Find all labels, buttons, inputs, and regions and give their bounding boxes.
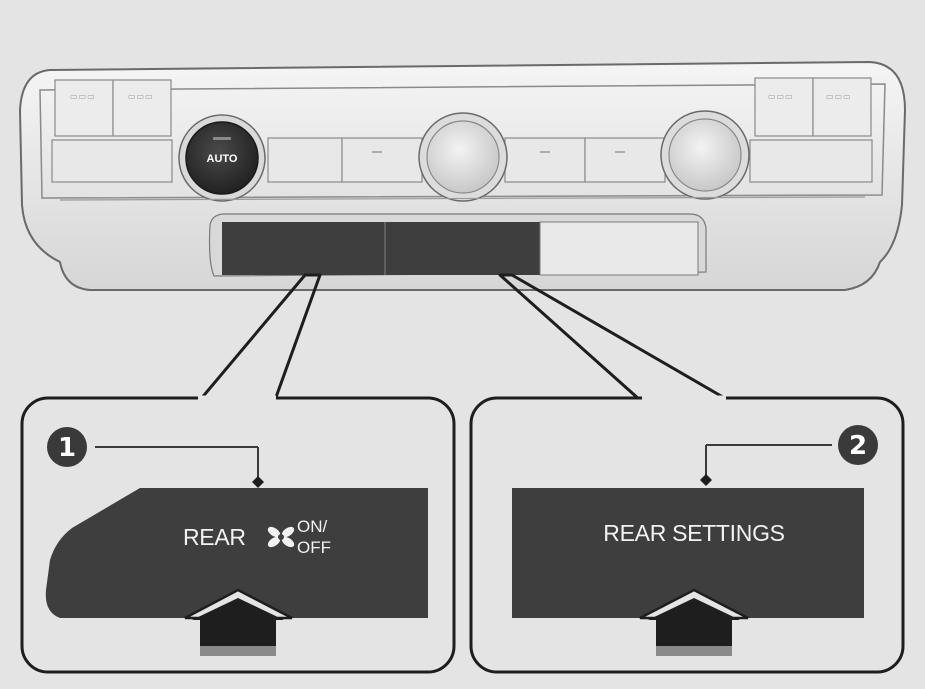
zoom-lines (198, 273, 729, 402)
callout-marker-2: 2 (838, 425, 878, 465)
rear-settings-label: REAR SETTINGS (603, 520, 784, 546)
callout-box-2: REAR SETTINGS 2 (469, 395, 905, 674)
panel-rear-settings-button[interactable] (385, 222, 540, 275)
rear-fan-button[interactable]: REAR ON/ OFF (45, 488, 429, 618)
callout-marker-1: 1 (47, 427, 87, 467)
callout-box-1: REAR ON/ OFF 1 (20, 395, 456, 674)
fan-icon (267, 526, 295, 548)
press-arrow-icon (184, 588, 293, 656)
auto-knob[interactable]: AUTO (178, 114, 266, 202)
off-label: OFF (297, 538, 331, 557)
on-label: ON/ (297, 517, 328, 536)
indicator-dots-2: ▭▭▭ (128, 92, 154, 101)
callout-number-1: 1 (58, 433, 76, 463)
indicator-dots-3: ▭▭▭ (768, 92, 794, 101)
panel-rear-fan-button[interactable] (222, 222, 385, 275)
rear-label: REAR (183, 524, 246, 550)
temperature-knob-left[interactable] (418, 112, 508, 202)
callout-number-2: 2 (849, 431, 867, 461)
indicator-dots-4: ▭▭▭ (826, 92, 852, 101)
press-arrow-icon (639, 588, 749, 656)
temperature-knob-right[interactable] (660, 110, 750, 200)
climate-control-panel: ▭▭▭ ▭▭▭ ▭▭▭ ▭▭▭ AUTO (18, 60, 907, 291)
indicator-dots-1: ▭▭▭ (70, 92, 96, 101)
auto-label: AUTO (207, 153, 238, 165)
